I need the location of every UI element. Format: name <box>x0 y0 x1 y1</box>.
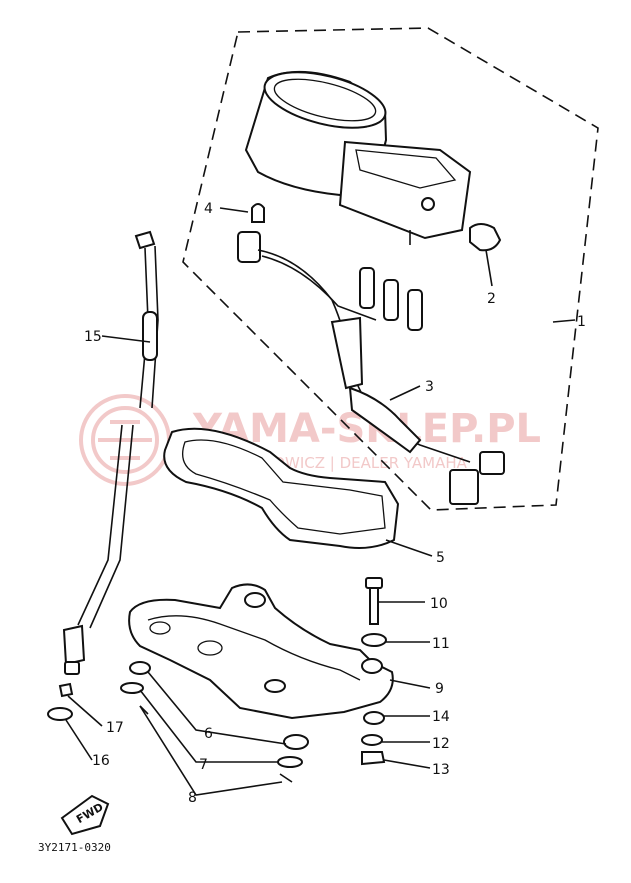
callout-7: 7 <box>199 757 208 773</box>
fwd-arrow: FWD <box>60 794 110 836</box>
speedometer-assembly <box>244 70 472 245</box>
callout-15: 15 <box>84 329 102 345</box>
wiring-harness <box>237 231 505 505</box>
gasket <box>163 427 400 549</box>
callout-8: 8 <box>188 790 197 806</box>
watermark-logo <box>79 394 171 486</box>
callout-17: 17 <box>106 720 124 736</box>
trip-knob <box>469 223 502 287</box>
callout-9: 9 <box>435 681 444 697</box>
hardware <box>47 577 387 783</box>
callout-12: 12 <box>432 736 450 752</box>
callout-16: 16 <box>92 753 110 769</box>
callout-5: 5 <box>436 550 445 566</box>
drawing-code: 3Y2171-0320 <box>38 841 111 854</box>
bulb <box>219 203 265 223</box>
callout-14: 14 <box>432 709 450 725</box>
callout-11: 11 <box>432 636 450 652</box>
callout-1: 1 <box>577 314 586 330</box>
speedometer-cable <box>62 230 159 675</box>
callout-2: 2 <box>487 291 496 307</box>
bracket <box>128 583 394 720</box>
callout-10: 10 <box>430 596 448 612</box>
callout-13: 13 <box>432 762 450 778</box>
callout-3: 3 <box>425 379 434 395</box>
callout-4: 4 <box>204 201 213 217</box>
callout-labels: 1 2 3 4 5 6 7 8 9 10 11 12 13 14 15 16 1… <box>84 201 586 806</box>
leader-lines <box>65 319 576 796</box>
assembly-outline <box>182 27 599 511</box>
callout-6: 6 <box>204 726 213 742</box>
